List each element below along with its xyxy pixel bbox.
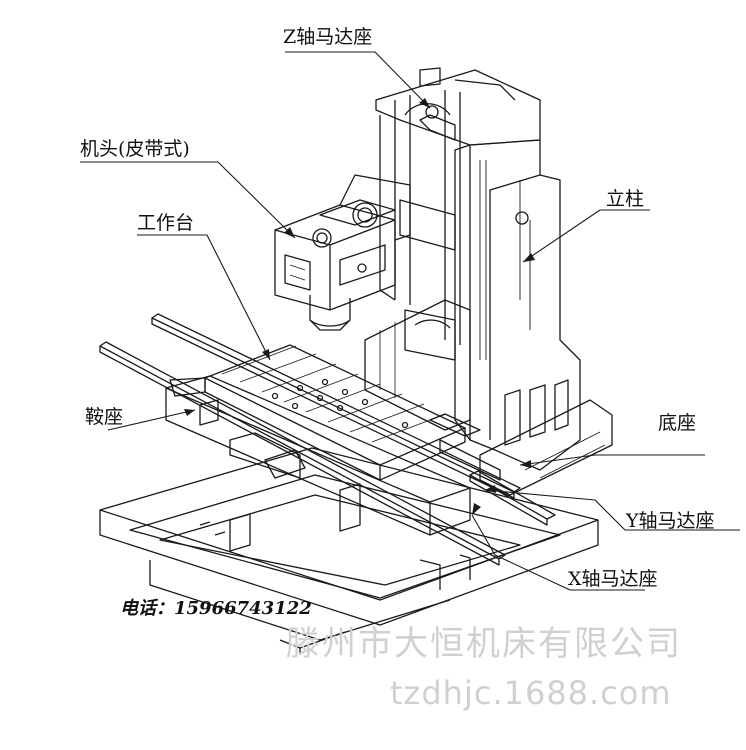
spindle-head-drawing — [274, 174, 411, 331]
leader-arrowheads — [184, 98, 535, 515]
z-slide-drawing — [375, 67, 541, 361]
worktable-drawing — [169, 344, 501, 481]
watermark-site: tzdhjc.1688.com — [390, 674, 672, 712]
base-drawing — [99, 447, 599, 655]
leader-lines — [80, 51, 740, 591]
column-drawing — [364, 139, 613, 496]
label-y-motor-seat: Y轴马达座 — [626, 510, 715, 532]
label-saddle: 鞍座 — [85, 406, 124, 428]
label-column: 立柱 — [606, 188, 645, 210]
phone-number: 电话：15966743122 — [120, 598, 312, 619]
label-spindle-head: 机头(皮带式) — [80, 138, 190, 160]
label-x-motor-seat: X轴马达座 — [568, 568, 658, 590]
saddle-drawing — [165, 375, 471, 536]
label-base: 底座 — [658, 412, 697, 434]
label-z-motor-seat: Z轴马达座 — [283, 26, 373, 48]
watermark-company: 滕州市大恒机床有限公司 — [286, 624, 682, 664]
label-worktable: 工作台 — [137, 212, 195, 234]
